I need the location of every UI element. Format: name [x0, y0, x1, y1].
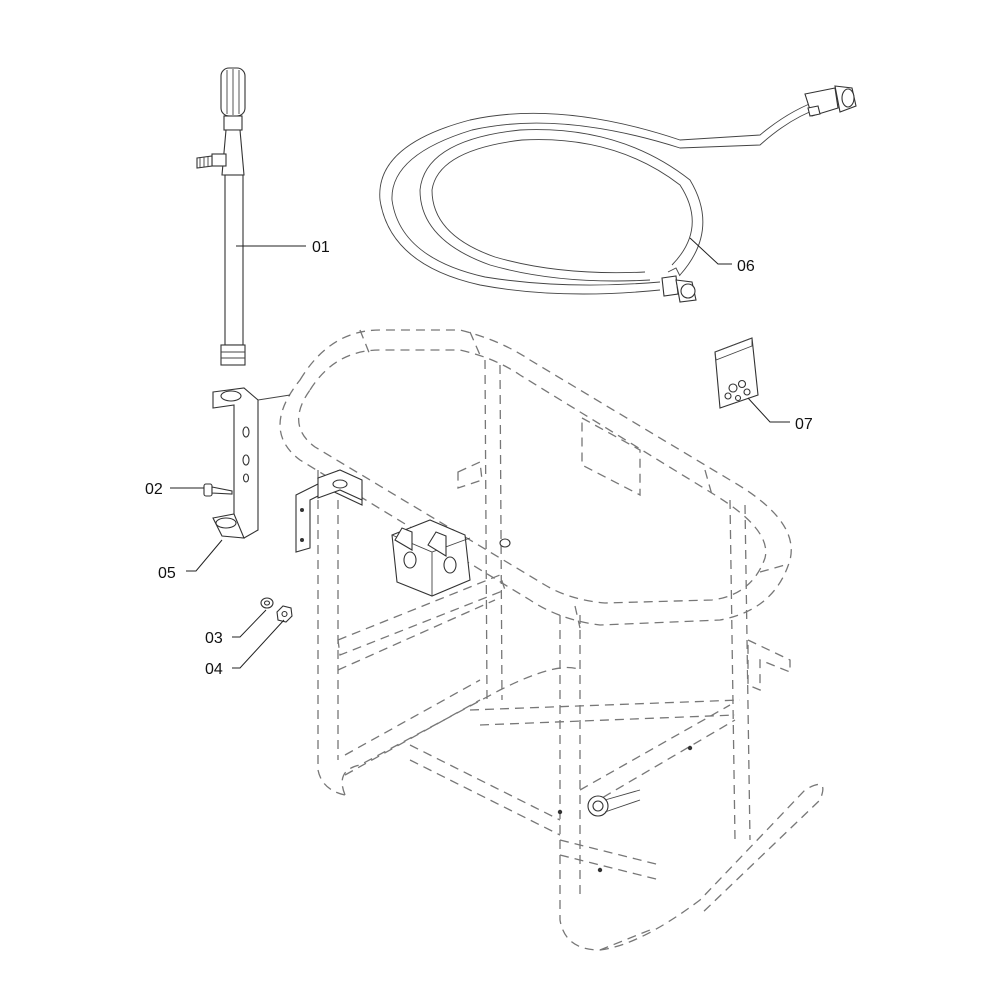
frame-clamp-plate	[391, 519, 511, 597]
part-06-hose	[379, 85, 857, 303]
part-01-suction-tube	[196, 67, 246, 366]
leader-lines	[170, 237, 790, 669]
callout-05: 05	[158, 565, 176, 582]
part-03-washer	[260, 597, 274, 609]
callout-04: 04	[205, 661, 223, 678]
frame-wheel-axle	[557, 745, 693, 873]
callout-03: 03	[205, 630, 223, 647]
callout-06: 06	[737, 258, 755, 275]
part-05-wall-bracket	[212, 387, 291, 539]
callout-labels: 01 02 03 04 05 06 07	[145, 239, 813, 678]
part-04-nut	[276, 605, 293, 623]
callout-07: 07	[795, 416, 813, 433]
part-07-small-parts-bag	[714, 337, 759, 409]
frame-mount-bracket	[295, 469, 363, 553]
callout-02: 02	[145, 481, 163, 498]
part-02-screw	[203, 483, 233, 497]
callout-01: 01	[312, 239, 330, 256]
cart-frame	[279, 329, 824, 951]
